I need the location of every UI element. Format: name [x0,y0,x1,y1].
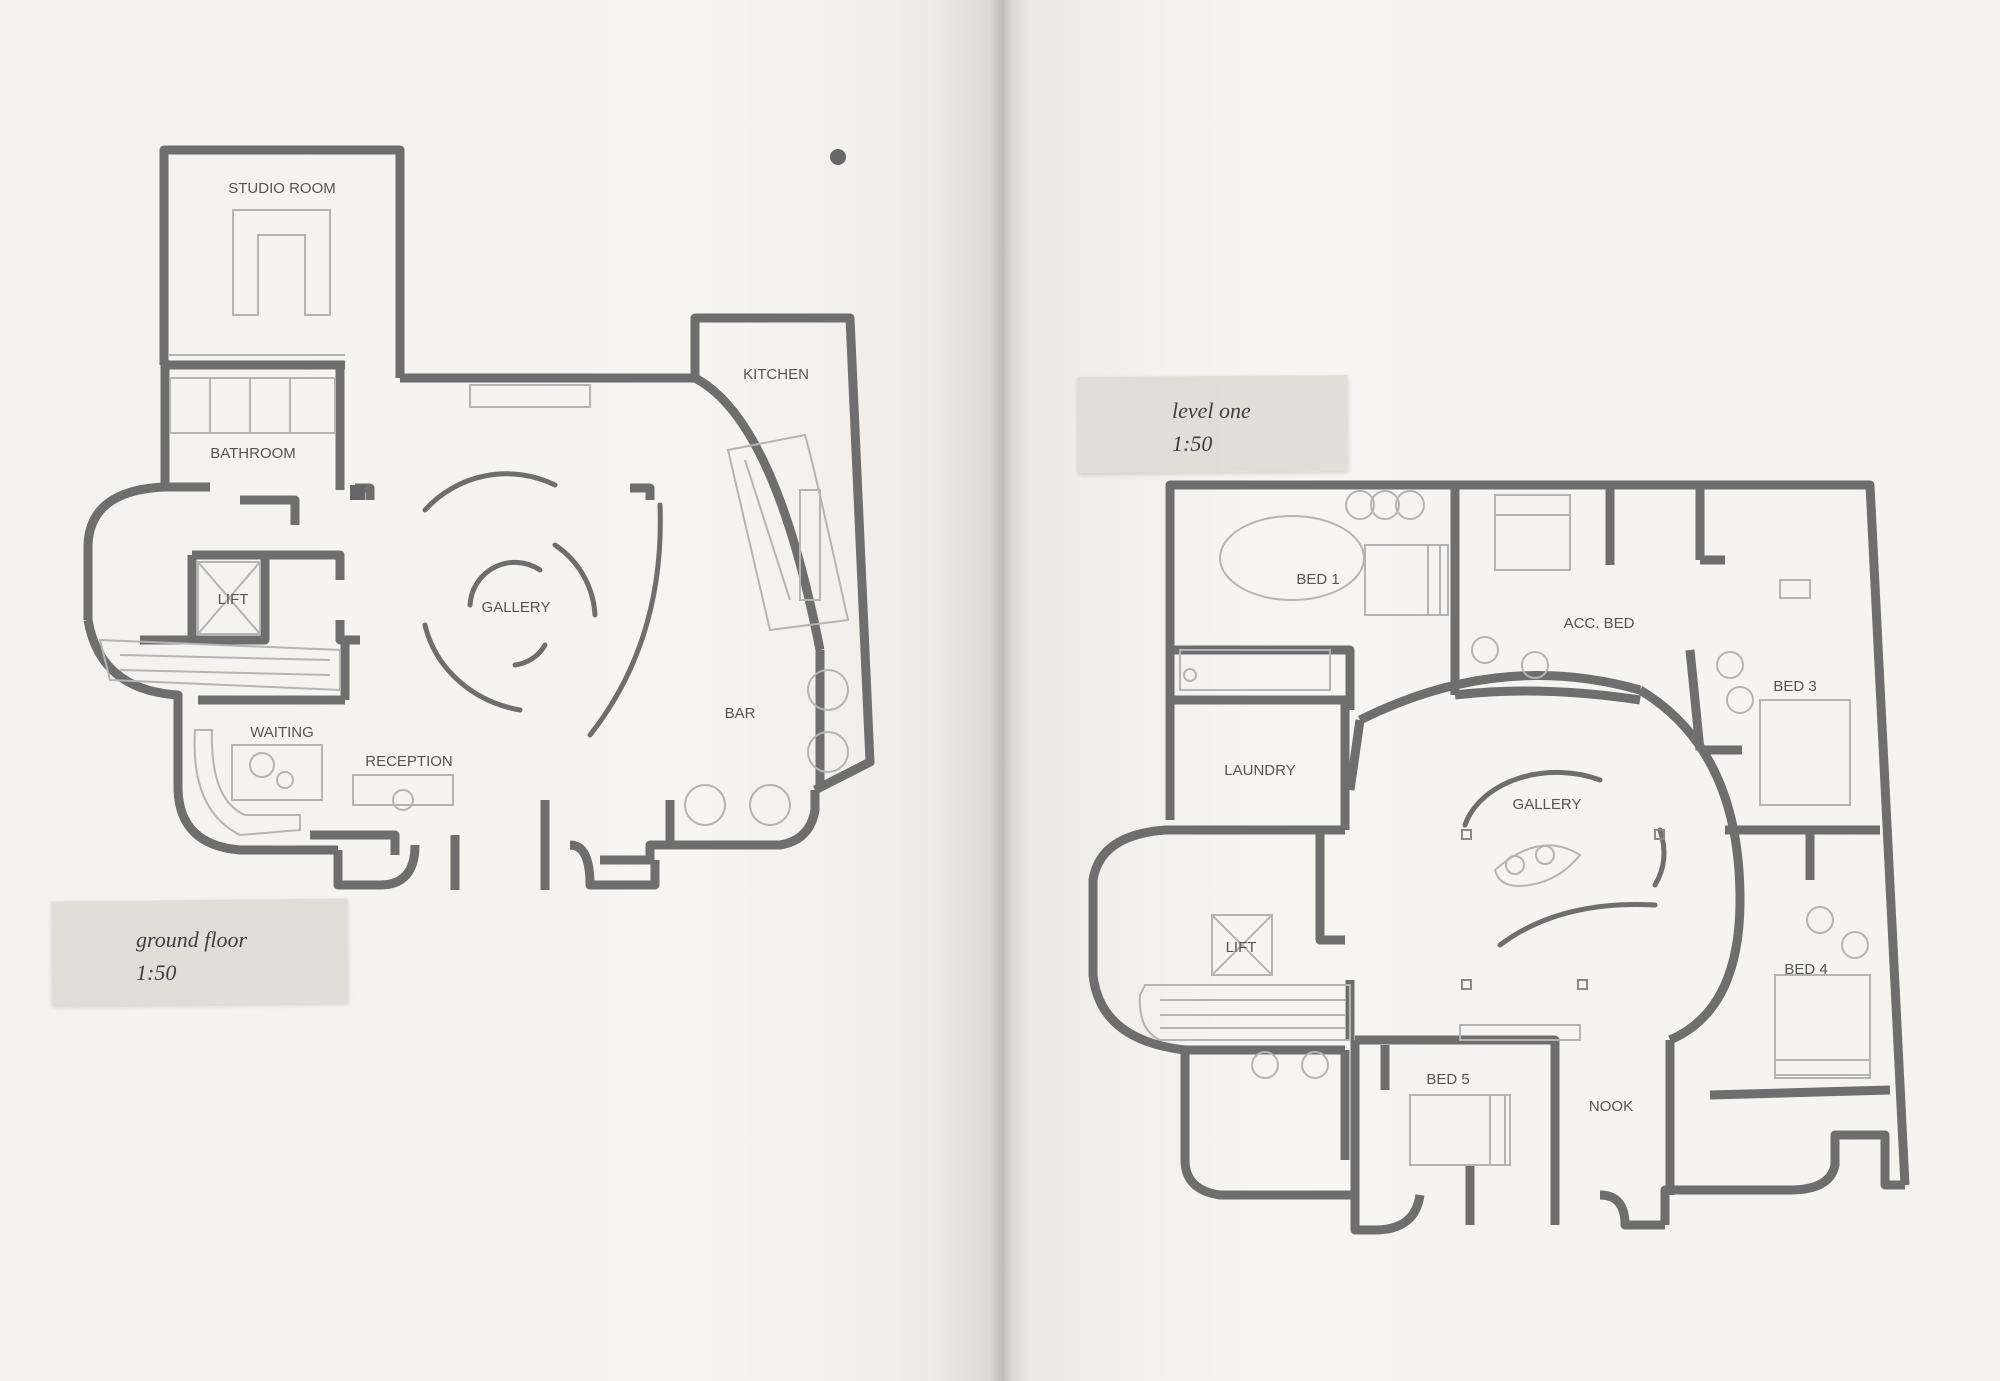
compass-dot [830,149,846,165]
ground-floor-gallery-arcs [422,471,663,738]
room-label-kitchen: KITCHEN [743,366,809,383]
room-label-gallery-l1: GALLERY [1513,796,1582,813]
room-label-bar: BAR [725,705,756,722]
ground-floor-walls [83,145,875,890]
level-one-walls [1088,480,1910,1235]
room-label-lift: LIFT [218,591,249,608]
level-one-title: level one [1172,398,1251,423]
room-label-gallery: GALLERY [482,599,551,616]
room-label-nook: NOOK [1589,1098,1633,1115]
room-label-bed1: BED 1 [1296,571,1339,588]
room-label-bed3: BED 3 [1773,678,1816,695]
room-label-laundry: LAUNDRY [1224,762,1295,779]
ground-floor-plan: STUDIO ROOM KITCHEN BATHROOM LIFT GALLER… [83,145,875,890]
room-label-bathroom: BATHROOM [210,445,296,462]
room-label-studio: STUDIO ROOM [228,180,336,197]
ground-floor-scale: 1:50 [136,960,177,985]
room-label-reception: RECEPTION [365,753,453,770]
book-gutter [990,0,1012,1381]
ground-floor-title: ground floor [136,927,248,952]
ground-floor-caption-block: ground floor 1:50 [136,923,247,989]
room-label-bed4: BED 4 [1784,961,1827,978]
level-one-furniture [1138,490,1871,1166]
level-one-caption-block: level one 1:50 [1172,394,1251,460]
room-label-bed5: BED 5 [1426,1071,1469,1088]
level-one-scale: 1:50 [1172,431,1213,456]
room-label-acc-bed: ACC. BED [1564,615,1635,632]
level-one-labels: BED 1 ACC. BED BED 3 LAUNDRY GALLERY LIF… [1224,571,1827,1115]
ground-floor-furniture [98,209,850,837]
room-label-lift-l1: LIFT [1226,939,1257,956]
level-one-gallery-arcs [1462,769,1667,948]
ground-floor-labels: STUDIO ROOM KITCHEN BATHROOM LIFT GALLER… [210,180,809,770]
level-one-columns [1461,829,1665,990]
ground-floor-markers [350,149,846,500]
room-label-waiting: WAITING [250,724,314,741]
